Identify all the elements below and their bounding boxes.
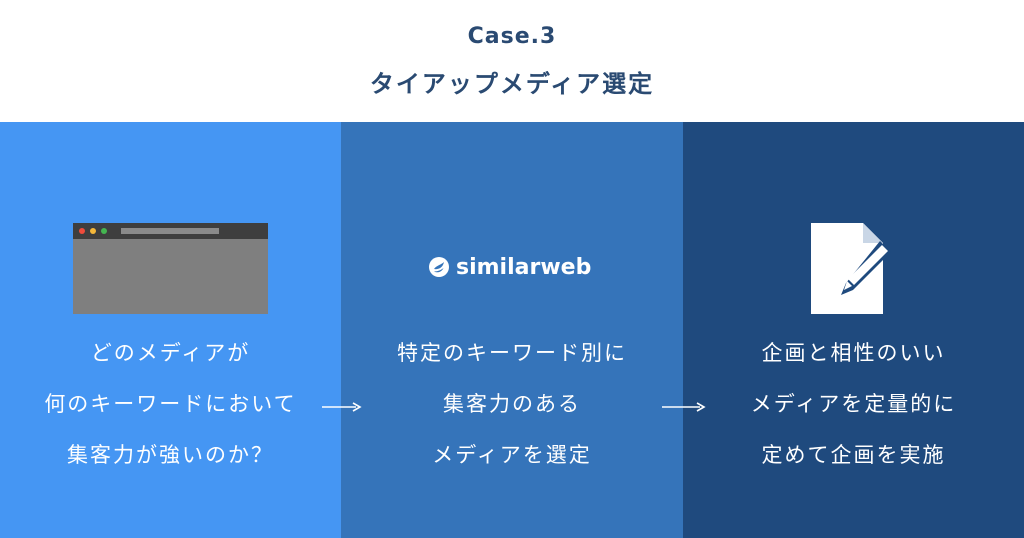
browser-title-bar <box>73 223 268 239</box>
arrow-right-icon <box>662 402 706 412</box>
minimize-dot-icon <box>90 228 96 234</box>
panel-planning: 企画と相性のいい メディアを定量的に 定めて企画を実施 <box>683 122 1024 538</box>
panel-3-line-3: 定めて企画を実施 <box>761 443 946 467</box>
header: Case.3 タイアップメディア選定 <box>0 0 1024 122</box>
panel-1-line-2: 何のキーワードにおいて <box>44 392 297 416</box>
similarweb-logo-text: similarweb <box>456 254 592 280</box>
panel-1-line-3: 集客力が強いのか？ <box>67 443 274 467</box>
maximize-dot-icon <box>101 228 107 234</box>
panel-2-line-3: メディアを選定 <box>432 443 592 467</box>
panel-2-text: 特定のキーワード別に 集客力のある メディアを選定 <box>341 340 683 493</box>
panel-similarweb: similarweb 特定のキーワード別に 集客力のある メディアを選定 <box>341 122 683 538</box>
panel-1-text: どのメディアが 何のキーワードにおいて 集客力が強いのか？ <box>0 340 341 493</box>
similarweb-mark-icon <box>429 257 449 277</box>
browser-window-icon <box>73 223 268 314</box>
panel-media-question: どのメディアが 何のキーワードにおいて 集客力が強いのか？ <box>0 122 341 538</box>
case-label: Case.3 <box>467 24 557 49</box>
panel-3-text: 企画と相性のいい メディアを定量的に 定めて企画を実施 <box>683 340 1024 493</box>
panel-1-line-1: どのメディアが <box>90 341 251 365</box>
panel-2-line-1: 特定のキーワード別に <box>397 341 627 365</box>
similarweb-logo: similarweb <box>428 250 591 284</box>
close-dot-icon <box>79 228 85 234</box>
document-pen-icon <box>811 223 891 314</box>
panel-3-line-2: メディアを定量的に <box>750 392 957 416</box>
case-title: タイアップメディア選定 <box>369 70 655 98</box>
panel-3-line-1: 企画と相性のいい <box>761 341 946 365</box>
panel-2-line-2: 集客力のある <box>443 392 581 416</box>
address-bar <box>121 228 219 234</box>
arrow-right-icon <box>322 402 362 412</box>
